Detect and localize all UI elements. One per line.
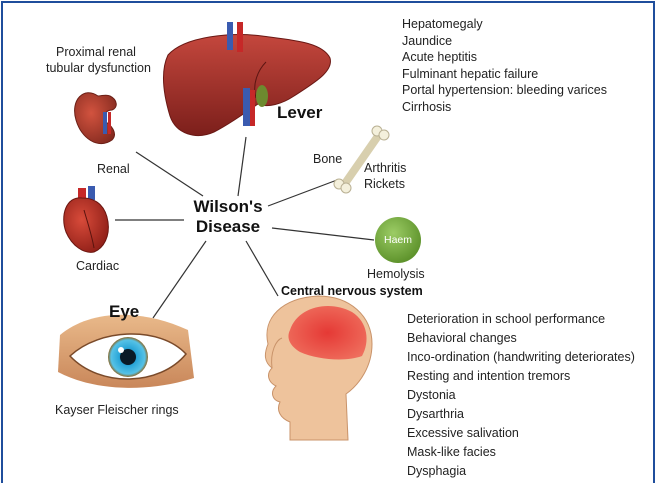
list-item: Cirrhosis — [402, 99, 607, 116]
bone-symptom-list: Arthritis Rickets — [364, 160, 406, 192]
list-item: Resting and intention tremors — [407, 367, 635, 386]
list-item: Mask-like facies — [407, 443, 635, 462]
cns-title: Central nervous system — [281, 284, 423, 298]
renal-label: Renal — [97, 161, 130, 177]
center-title: Wilson's Disease — [184, 197, 272, 237]
bone-label: Bone — [313, 151, 342, 167]
list-item: Rickets — [364, 176, 406, 192]
list-item: Dystonia — [407, 386, 635, 405]
list-item: Deterioration in school performance — [407, 310, 635, 329]
list-item: Behavioral changes — [407, 329, 635, 348]
renal-caption: Proximal renal tubular dysfunction — [46, 44, 146, 76]
list-item: Portal hypertension: bleeding varices — [402, 82, 607, 99]
list-item: Inco-ordination (handwriting deteriorate… — [407, 348, 635, 367]
cardiac-label: Cardiac — [76, 258, 119, 274]
list-item: Hepatomegaly — [402, 16, 607, 33]
cns-symptom-list: Deterioration in school performance Beha… — [407, 310, 635, 481]
hemolysis-label: Hemolysis — [367, 266, 425, 282]
list-item: Dysarthria — [407, 405, 635, 424]
list-item: Jaundice — [402, 33, 607, 50]
liver-symptom-list: Hepatomegaly Jaundice Acute heptitis Ful… — [402, 16, 607, 115]
haem-badge: Haem — [378, 234, 418, 246]
list-item: Acute heptitis — [402, 49, 607, 66]
eye-title: Eye — [109, 302, 139, 322]
eye-caption: Kayser Fleischer rings — [55, 402, 179, 418]
list-item: Arthritis — [364, 160, 406, 176]
list-item: Dysphagia — [407, 462, 635, 481]
liver-title: Lever — [277, 103, 322, 123]
list-item: Fulminant hepatic failure — [402, 66, 607, 83]
list-item: Excessive salivation — [407, 424, 635, 443]
